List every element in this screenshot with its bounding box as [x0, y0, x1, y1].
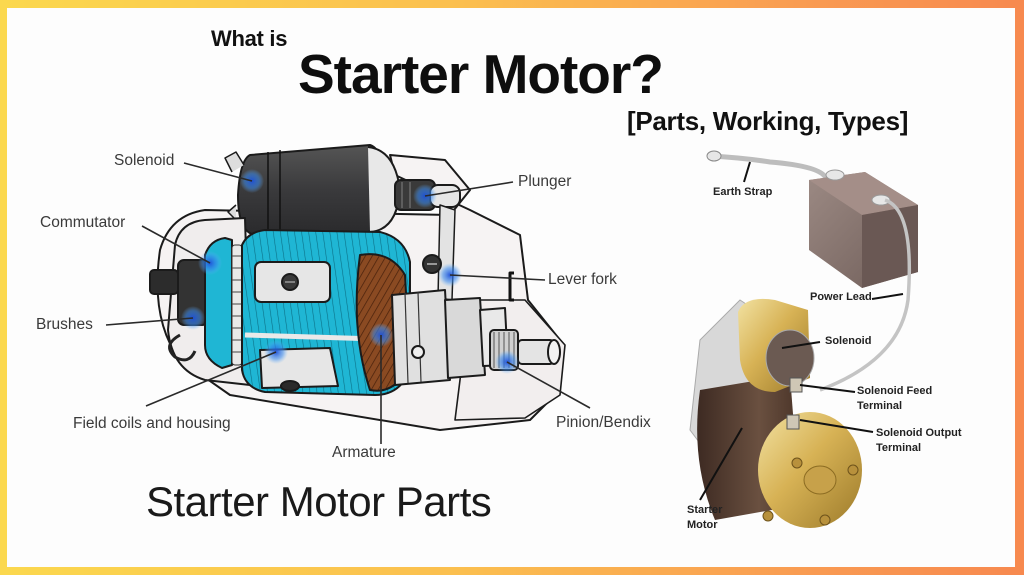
label-solenoid: Solenoid [114, 152, 175, 169]
label-power-lead: Power Lead [810, 291, 872, 303]
label-commutator: Commutator [40, 214, 126, 231]
label-earth-strap: Earth Strap [713, 186, 773, 198]
battery-wiring-drawing [689, 150, 918, 528]
label-line-2: Terminal [876, 442, 922, 454]
label-brushes: Brushes [36, 316, 93, 333]
label-solenoid-output-terminal: Solenoid Output Terminal [876, 426, 962, 456]
label-pinion-bendix: Pinion/Bendix [556, 414, 651, 431]
label-field-coils: Field coils and housing [73, 415, 231, 432]
page-subtitle: [Parts, Working, Types] [627, 106, 909, 136]
label-armature: Armature [332, 444, 396, 461]
diagram-caption: Starter Motor Parts [146, 478, 492, 525]
label-plunger: Plunger [518, 173, 572, 190]
label-solenoid-feed-terminal: Solenoid Feed Terminal [857, 384, 932, 414]
page-title: Starter Motor? [298, 43, 664, 105]
label-line-2: Motor [687, 519, 718, 531]
label-line-1: Solenoid Output [876, 427, 962, 439]
title-prefix: What is [211, 26, 288, 51]
label-line-2: Terminal [857, 400, 903, 412]
label-starter-motor: Starter Motor [687, 503, 722, 533]
cutaway-motor-drawing [149, 144, 566, 431]
label-line-1: Starter [687, 504, 723, 516]
label-line-1: Solenoid Feed [857, 385, 933, 397]
label-right-solenoid: Solenoid [825, 335, 872, 347]
label-lever-fork: Lever fork [548, 271, 617, 288]
leader-lines [105, 162, 591, 444]
